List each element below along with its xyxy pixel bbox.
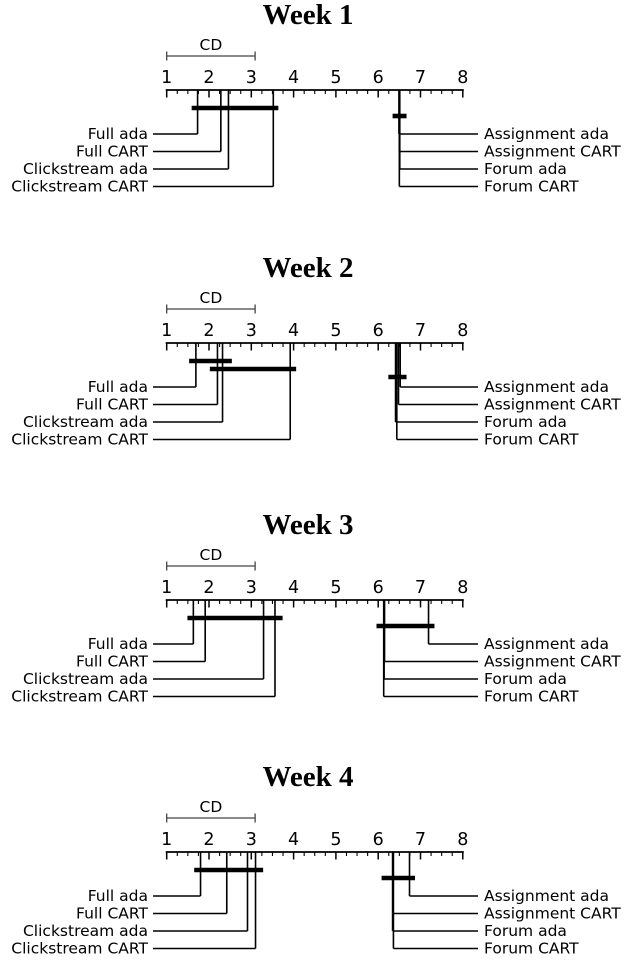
cd-label: CD (200, 546, 223, 564)
method-label-right: Forum ada (484, 413, 567, 431)
method-label-right: Assignment ada (484, 378, 609, 396)
method-label-left: Clickstream ada (23, 922, 148, 940)
week-title: Week 3 (262, 509, 353, 541)
method-label-right: Assignment CART (484, 905, 621, 923)
method-label-right: Forum CART (484, 688, 579, 706)
axis-tick-label: 7 (415, 578, 426, 598)
axis-tick-label: 1 (161, 578, 172, 598)
axis-tick-label: 6 (373, 578, 384, 598)
axis-tick-label: 4 (288, 321, 299, 341)
method-label-left: Clickstream ada (23, 413, 148, 431)
method-label-left: Clickstream ada (23, 160, 148, 178)
axis-tick-label: 5 (330, 321, 341, 341)
axis-tick-label: 7 (415, 321, 426, 341)
method-label-left: Full CART (76, 143, 148, 161)
axis-tick-label: 4 (288, 830, 299, 850)
method-label-right: Assignment ada (484, 887, 609, 905)
axis-tick-label: 8 (457, 321, 468, 341)
method-label-left: Full ada (88, 378, 148, 396)
method-label-left: Full CART (76, 396, 148, 414)
axis-tick-label: 4 (288, 578, 299, 598)
method-label-right: Forum ada (484, 670, 567, 688)
axis-tick-label: 8 (457, 578, 468, 598)
axis-tick-label: 7 (415, 830, 426, 850)
method-label-right: Forum CART (484, 940, 579, 957)
method-label-left: Full ada (88, 887, 148, 905)
method-label-left: Clickstream CART (11, 431, 148, 449)
week-title: Week 1 (262, 0, 353, 31)
method-label-left: Full CART (76, 905, 148, 923)
axis-tick-label: 1 (161, 321, 172, 341)
method-label-right: Forum ada (484, 160, 567, 178)
method-label-right: Assignment ada (484, 125, 609, 143)
axis-tick-label: 5 (330, 830, 341, 850)
axis-tick-label: 1 (161, 830, 172, 850)
method-label-left: Full ada (88, 125, 148, 143)
axis-tick-label: 2 (203, 830, 214, 850)
method-label-left: Clickstream CART (11, 940, 148, 957)
method-label-left: Full ada (88, 635, 148, 653)
axis-tick-label: 3 (246, 321, 257, 341)
cd-label: CD (200, 798, 223, 816)
axis-tick-label: 4 (288, 68, 299, 88)
axis-tick-label: 5 (330, 578, 341, 598)
method-label-right: Forum CART (484, 178, 579, 196)
week-title: Week 2 (262, 252, 353, 284)
axis-tick-label: 8 (457, 68, 468, 88)
axis-tick-label: 7 (415, 68, 426, 88)
axis-tick-label: 3 (246, 830, 257, 850)
axis-tick-label: 6 (373, 321, 384, 341)
method-label-left: Clickstream CART (11, 178, 148, 196)
method-label-right: Forum CART (484, 431, 579, 449)
axis-tick-label: 1 (161, 68, 172, 88)
axis-tick-label: 2 (203, 68, 214, 88)
cd-label: CD (200, 36, 223, 54)
axis-tick-label: 6 (373, 68, 384, 88)
method-label-left: Clickstream ada (23, 670, 148, 688)
week-title: Week 4 (262, 761, 353, 793)
method-label-right: Assignment CART (484, 143, 621, 161)
method-label-right: Assignment ada (484, 635, 609, 653)
axis-tick-label: 8 (457, 830, 468, 850)
axis-tick-label: 3 (246, 68, 257, 88)
axis-tick-label: 2 (203, 321, 214, 341)
axis-tick-label: 6 (373, 830, 384, 850)
axis-tick-label: 3 (246, 578, 257, 598)
method-label-left: Clickstream CART (11, 688, 148, 706)
method-label-left: Full CART (76, 653, 148, 671)
axis-tick-label: 5 (330, 68, 341, 88)
axis-tick-label: 2 (203, 578, 214, 598)
cd-label: CD (200, 289, 223, 307)
method-label-right: Assignment CART (484, 653, 621, 671)
method-label-right: Assignment CART (484, 396, 621, 414)
method-label-right: Forum ada (484, 922, 567, 940)
